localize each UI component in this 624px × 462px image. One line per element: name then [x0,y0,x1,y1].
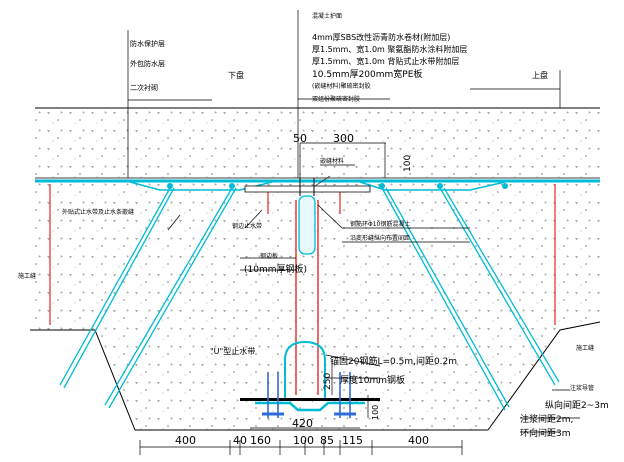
dim-bottom-3: 100 [293,434,314,447]
dim-50: 50 [293,132,307,145]
leader-lines [127,10,580,433]
label-spacing-2: 注浆间距2m, [520,413,573,425]
u-waterstop [240,340,380,412]
label-two-part-sealant: 双组份聚硫密封胶 [312,95,360,103]
dim-420: 420 [292,417,313,430]
construction-joints [49,184,556,325]
label-direction-up: 上盘 [532,70,548,80]
label-pe-board: 10.5mm厚200mm宽PE板 [312,68,422,80]
grout-pipes [59,187,560,411]
label-fill: 嵌缝材料 [320,157,344,165]
dim-100-right: 100 [403,155,413,172]
anchor-bolts [262,372,356,418]
label-direction-down: 下盘 [228,70,244,80]
label-spacing-3: 环向间距3m [520,427,571,439]
label-concrete-cover: 混凝土护面 [312,12,342,20]
label-spacing-1: 纵向间距2~3m [545,399,609,411]
label-sbs: 4mm厚SBS改性沥青防水卷材(附加层) [312,32,450,42]
dim-bottom-0: 400 [175,434,196,447]
label-pu-coating: 厚1.5mm、宽1.0m 聚氨酯防水涂料附加层 [312,44,467,54]
label-ring-bar-2: 沿变形缝纵向布置间距 [350,234,410,242]
dim-300: 300 [333,132,354,145]
dim-bottom-6: 400 [408,434,429,447]
dim-bottom-1: 40 [233,434,247,447]
label-back-waterstop: 厚1.5mm、宽1.0m 背贴式止水带附加层 [312,56,459,66]
label-u-waterstop: "U"型止水带 [210,346,255,356]
dim-bottom-4: 85 [320,434,334,447]
label-ring-bar: 钢筋环Φ10钢筋混凝土 [350,220,410,228]
label-secondary-lining: 二次衬砌 [130,83,158,92]
steel-plate [244,178,371,395]
concrete-slab [30,107,601,431]
label-drain: 注浆导管 [570,384,594,392]
dim-100-low: 100 [371,405,380,420]
label-plate: (10mm厚钢板) [244,263,307,275]
label-plate-10: 厚度10mm钢板 [340,374,405,386]
label-sealant: (嵌缝材料)聚硫密封胶 [312,82,371,90]
label-left-tape: 外贴式止水带及止水条嵌缝 [62,208,134,216]
label-outer-waterproof: 外包防水层 [130,59,165,68]
dim-250: 250 [323,373,333,390]
label-anchor: 锚固20钢筋L=0.5m,间距0.2m [330,355,457,367]
label-protection-layer: 防水保护层 [130,39,165,48]
waterproof-layer [35,179,600,191]
dimension-lines [139,360,463,455]
label-left-wall: 施工缝 [18,272,36,280]
dim-bottom-5: 115 [342,434,363,447]
label-right-wall: 施工缝 [576,344,594,352]
label-plate-top: 钢边板 [260,252,278,260]
dim-bottom-2: 160 [250,434,271,447]
label-left-steel: 钢边止水带 [232,222,262,230]
